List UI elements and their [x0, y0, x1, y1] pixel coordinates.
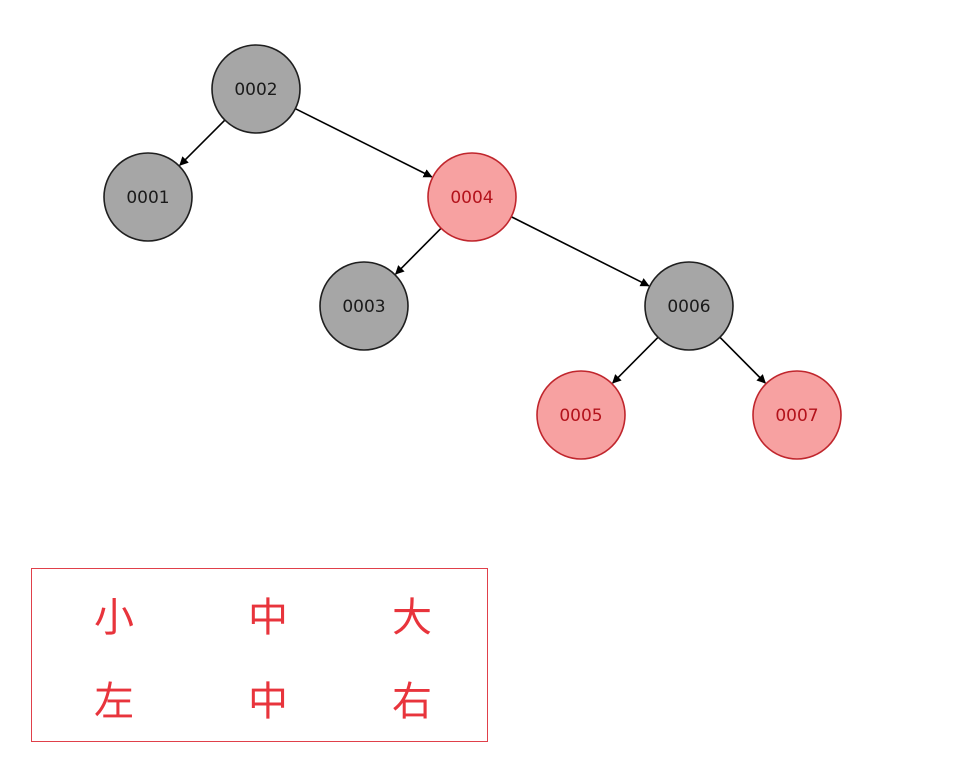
- edge-0006-to-0007: [719, 336, 766, 384]
- legend-middle-label: 中: [248, 595, 288, 641]
- legend-large-label: 大: [392, 595, 432, 641]
- node-circle-0003: [319, 261, 409, 351]
- node-circle-0006: [644, 261, 734, 351]
- edge-0004-to-0003: [395, 227, 442, 275]
- legend-small-label: 小: [94, 595, 134, 641]
- tree-node-0004: 0004: [427, 152, 517, 242]
- legend-left-label: 左: [94, 679, 134, 725]
- tree-node-0002: 0002: [211, 44, 301, 134]
- node-circle-0001: [103, 152, 193, 242]
- tree-node-0007: 0007: [752, 370, 842, 460]
- tree-node-0006: 0006: [644, 261, 734, 351]
- legend-right-label: 右: [392, 679, 432, 725]
- node-circle-0005: [536, 370, 626, 460]
- edge-0006-to-0005: [612, 336, 659, 384]
- legend-center-label: 中: [248, 679, 288, 725]
- node-circle-0002: [211, 44, 301, 134]
- edge-0002-to-0001: [179, 119, 226, 166]
- node-circle-0004: [427, 152, 517, 242]
- node-label-0001: 0001: [126, 188, 169, 208]
- edge-0004-to-0006: [510, 216, 650, 287]
- tree-node-0005: 0005: [536, 370, 626, 460]
- node-label-0002: 0002: [234, 80, 277, 100]
- node-label-0004: 0004: [450, 188, 493, 208]
- node-label-0005: 0005: [559, 406, 602, 426]
- tree-node-0003: 0003: [319, 261, 409, 351]
- node-label-0006: 0006: [667, 297, 710, 317]
- node-label-0003: 0003: [342, 297, 385, 317]
- red-black-tree-diagram: 0002 0001 0004 0003 0006 0005 0007: [103, 44, 842, 460]
- edge-0002-to-0004: [294, 107, 433, 178]
- node-circle-0007: [752, 370, 842, 460]
- node-label-0007: 0007: [775, 406, 818, 426]
- legend-box: 小 中 大 左 中 右: [31, 568, 488, 742]
- tree-node-0001: 0001: [103, 152, 193, 242]
